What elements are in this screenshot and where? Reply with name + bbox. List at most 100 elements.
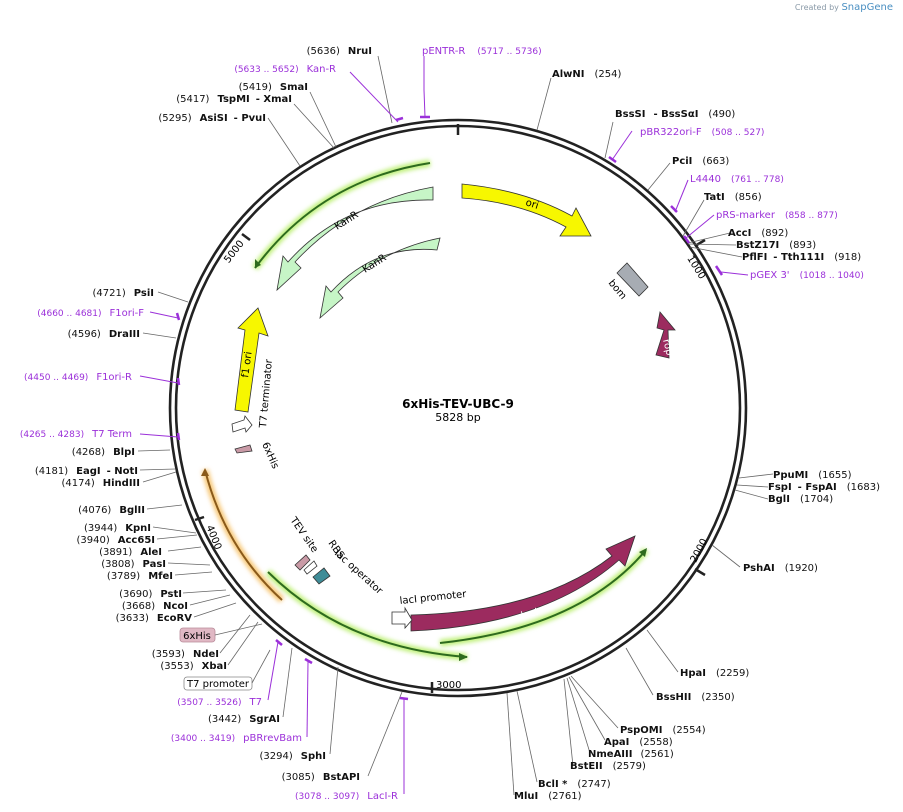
leader-sgrai bbox=[282, 647, 293, 718]
enzyme-mlui[interactable]: MluI(2761) bbox=[514, 791, 582, 802]
enzyme-hindiii[interactable]: (4174)HindIII bbox=[61, 478, 140, 489]
enzyme-acci[interactable]: AccI(892) bbox=[728, 228, 788, 239]
enzyme-kpni[interactable]: (3944)KpnI bbox=[84, 523, 151, 534]
enzyme-alei[interactable]: (3891)AleI bbox=[99, 547, 162, 558]
primer-pbr322ori-f[interactable]: pBR322ori-F(508 .. 527) bbox=[640, 127, 764, 138]
t7-promoter-box-label[interactable]: T7 promoter bbox=[186, 679, 250, 690]
his-box-label[interactable]: 6xHis bbox=[183, 631, 211, 642]
leader-prs-marker bbox=[685, 214, 715, 239]
enzyme-nrui[interactable]: (5636)NruI bbox=[307, 46, 372, 57]
enzyme-pasi[interactable]: (3808)PasI bbox=[101, 559, 166, 570]
plasmid-length: 5828 bp bbox=[435, 411, 480, 424]
enzyme-blpi[interactable]: (4268)BlpI bbox=[72, 447, 135, 458]
enzyme-tati[interactable]: TatI(856) bbox=[704, 192, 762, 203]
leader-blpi bbox=[137, 449, 171, 452]
tick-5000 bbox=[241, 233, 251, 241]
leader-ecorv bbox=[193, 602, 237, 618]
primer-f1ori-r[interactable]: (4450 .. 4469)F1ori-R bbox=[24, 372, 132, 383]
primer-leaders bbox=[139, 56, 749, 794]
enzyme-acc65i[interactable]: (3940)Acc65I bbox=[77, 535, 156, 546]
enzyme-psti[interactable]: (3690)PstI bbox=[119, 589, 182, 600]
enzyme-smai[interactable]: (5419)SmaI bbox=[239, 82, 308, 93]
lac-operator-label: lac operator bbox=[332, 548, 385, 597]
enzyme-leaders-left bbox=[137, 55, 403, 777]
primer-l4440[interactable]: L4440(761 .. 778) bbox=[690, 174, 784, 185]
tev-site-box bbox=[294, 554, 311, 571]
leader-hpai bbox=[646, 629, 679, 673]
primer-t7-term[interactable]: (4265 .. 4283)T7 Term bbox=[20, 429, 132, 440]
leader-bsteii bbox=[563, 678, 574, 767]
leader-apai bbox=[568, 676, 606, 741]
enzyme-draiii[interactable]: (4596)DraIII bbox=[68, 329, 140, 340]
primer-prs-marker[interactable]: pRS-marker(858 .. 877) bbox=[716, 210, 838, 221]
enzyme-pcii[interactable]: PciI(663) bbox=[672, 156, 729, 167]
leader-psti bbox=[182, 589, 227, 594]
kanr-orf-arc bbox=[254, 162, 431, 269]
laci-orf-arc-1 bbox=[267, 571, 468, 658]
kanr-arrow-2 bbox=[319, 237, 441, 320]
enzyme-bsteii[interactable]: BstEII(2579) bbox=[570, 761, 646, 772]
his-orf-arrowhead bbox=[201, 468, 209, 476]
enzyme-bstz17i[interactable]: BstZ17I(893) bbox=[736, 240, 816, 251]
orf-arcs bbox=[201, 159, 649, 661]
primer-pgex3[interactable]: pGEX 3'(1018 .. 1040) bbox=[750, 270, 864, 281]
enzyme-ppumi[interactable]: PpuMI(1655) bbox=[773, 470, 852, 481]
f1ori-label: f1 ori bbox=[240, 351, 255, 378]
enzyme-xbai[interactable]: (3553)XbaI bbox=[160, 661, 227, 672]
enzyme-bstapi[interactable]: (3085)BstAPI bbox=[282, 772, 360, 783]
primer-f1ori-f[interactable]: (4660 .. 4681)F1ori-F bbox=[37, 308, 144, 319]
leader-kpni bbox=[152, 526, 197, 534]
enzyme-ecorv[interactable]: (3633)EcoRV bbox=[116, 613, 193, 624]
enzyme-ncoi[interactable]: (3668)NcoI bbox=[122, 601, 188, 612]
leader-xbai bbox=[227, 621, 259, 666]
leader-bstz17i bbox=[687, 243, 737, 246]
his-tag-box bbox=[234, 444, 253, 454]
lac-operator-box bbox=[312, 567, 331, 585]
enzyme-pflfi[interactable]: PflFI- Tth111I(918) bbox=[742, 252, 861, 263]
mark-f1ori-f bbox=[175, 312, 181, 321]
enzyme-sgrai[interactable]: (3442)SgrAI bbox=[208, 714, 280, 725]
mark-t7 bbox=[275, 639, 283, 646]
leader-ndei bbox=[219, 614, 251, 654]
primer-t7[interactable]: (3507 .. 3526)T7 bbox=[177, 697, 262, 708]
leader-mlui bbox=[506, 692, 515, 796]
enzyme-pspomi[interactable]: PspOMI(2554) bbox=[620, 725, 706, 736]
primer-laci-r[interactable]: (3078 .. 3097)LacI-R bbox=[295, 791, 398, 802]
enzyme-pshai[interactable]: PshAI(1920) bbox=[743, 563, 818, 574]
mark-pgex3 bbox=[714, 265, 724, 276]
enzyme-tspmi[interactable]: (5417)TspMI- XmaI bbox=[176, 94, 292, 105]
enzyme-sphi[interactable]: (3294)SphI bbox=[260, 751, 326, 762]
enzyme-fspi[interactable]: FspI- FspAI(1683) bbox=[768, 482, 880, 493]
enzyme-bsssi[interactable]: BssSI- BssSαI(490) bbox=[615, 109, 735, 120]
enzyme-alwni[interactable]: AlwNI(254) bbox=[552, 69, 621, 80]
enzyme-psii[interactable]: (4721)PsiI bbox=[92, 288, 154, 299]
laci-promoter-label: lacI promoter bbox=[399, 589, 468, 607]
primer-pbrrevbam[interactable]: (3400 .. 3419)pBRrevBam bbox=[171, 733, 302, 744]
leader-f1ori-r bbox=[139, 375, 179, 384]
enzyme-ndei[interactable]: (3593)NdeI bbox=[152, 649, 219, 660]
mark-pbrrevbam bbox=[304, 657, 313, 665]
enzyme-bcli[interactable]: BclI *(2747) bbox=[538, 779, 611, 790]
enzyme-nmeaiii[interactable]: NmeAIII(2561) bbox=[588, 749, 674, 760]
leader-ncoi bbox=[189, 594, 231, 606]
ori-label: ori bbox=[524, 197, 540, 211]
enzyme-hpai[interactable]: HpaI(2259) bbox=[680, 668, 749, 679]
leader-pshai bbox=[711, 544, 741, 568]
primer-kan-r[interactable]: (5633 .. 5652)Kan-R bbox=[234, 64, 336, 75]
primer-pentr-r[interactable]: pENTR-R(5717 .. 5736) bbox=[422, 46, 542, 57]
enzyme-bgli[interactable]: BglI(1704) bbox=[768, 494, 833, 505]
enzyme-leaders-right bbox=[506, 77, 774, 796]
enzyme-eagi[interactable]: (4181)EagI- NotI bbox=[35, 466, 138, 477]
enzyme-bsshii[interactable]: BssHII(2350) bbox=[656, 692, 735, 703]
kanr-label-1: KanR bbox=[333, 210, 361, 233]
enzyme-asisi[interactable]: (5295)AsiSI- PvuI bbox=[158, 113, 266, 124]
primer-labels: pENTR-R(5717 .. 5736) (5633 .. 5652)Kan-… bbox=[20, 46, 864, 802]
rop-arrow bbox=[655, 311, 676, 359]
enzyme-apai[interactable]: ApaI(2558) bbox=[604, 737, 673, 748]
enzyme-mfei[interactable]: (3789)MfeI bbox=[107, 571, 173, 582]
tick-label-5000: 5000 bbox=[222, 239, 246, 266]
enzyme-bglii[interactable]: (4076)BglII bbox=[78, 505, 145, 516]
leader-bgli bbox=[734, 489, 769, 500]
leader-pasi bbox=[167, 562, 211, 566]
